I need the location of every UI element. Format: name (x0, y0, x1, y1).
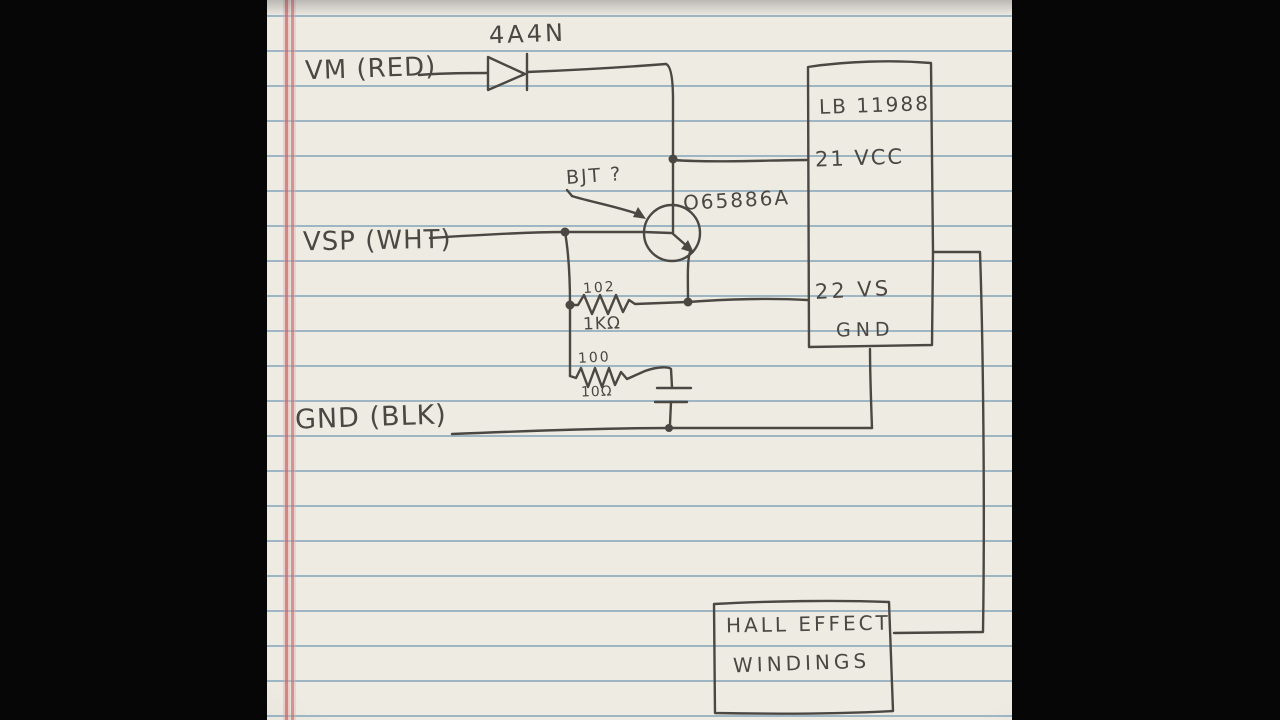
resistor-1k-symbol (570, 295, 687, 314)
ic-name-label: LB 11988 (818, 91, 931, 119)
diode-part-label: 4A4N (488, 18, 567, 50)
vcc-pin-wire (673, 160, 807, 161)
junction-dots (560, 154, 693, 432)
vs-pin-wire (688, 299, 807, 302)
letterbox-left (0, 0, 267, 720)
gnd-net-label: GND (BLK) (294, 399, 448, 436)
resistor1-code-label: 102 (582, 278, 617, 298)
hand-drawn-circuit (267, 0, 1012, 720)
resistor-10-symbol (570, 367, 672, 387)
transistor-part-label: O65886A (682, 185, 791, 215)
windings-loop-wire (894, 252, 984, 633)
gnd-wire (452, 349, 872, 434)
transistor-symbol (644, 205, 700, 301)
letterbox-right (1012, 0, 1280, 720)
resistor2-code-label: 100 (577, 349, 612, 367)
resistor1-value-label: 1KΩ (582, 313, 622, 335)
resistor2-value-label: 10Ω (580, 383, 613, 401)
hall-windings-box (714, 601, 893, 714)
ic-pin-vs-label: 22 VS (814, 276, 892, 304)
vm-wire (419, 64, 673, 206)
bjt-annotation-arrow (567, 190, 646, 219)
hall-box-line2-label: WINDINGS (732, 648, 871, 678)
diode-symbol (488, 54, 527, 90)
notebook-paper: 4A4N VM (RED) VSP (WHT) GND (BLK) BJT ? … (267, 0, 1012, 720)
vsp-net-label: VSP (WHT) (302, 224, 452, 258)
vm-net-label: VM (RED) (304, 51, 437, 87)
ic-pin-vcc-label: 21 VCC (814, 144, 905, 172)
hall-box-line1-label: HALL EFFECT (725, 610, 892, 638)
bjt-annotation-label: BJT ? (565, 163, 624, 189)
capacitor-symbol (655, 388, 691, 424)
ic-pin-gnd-label: GND (835, 318, 895, 342)
